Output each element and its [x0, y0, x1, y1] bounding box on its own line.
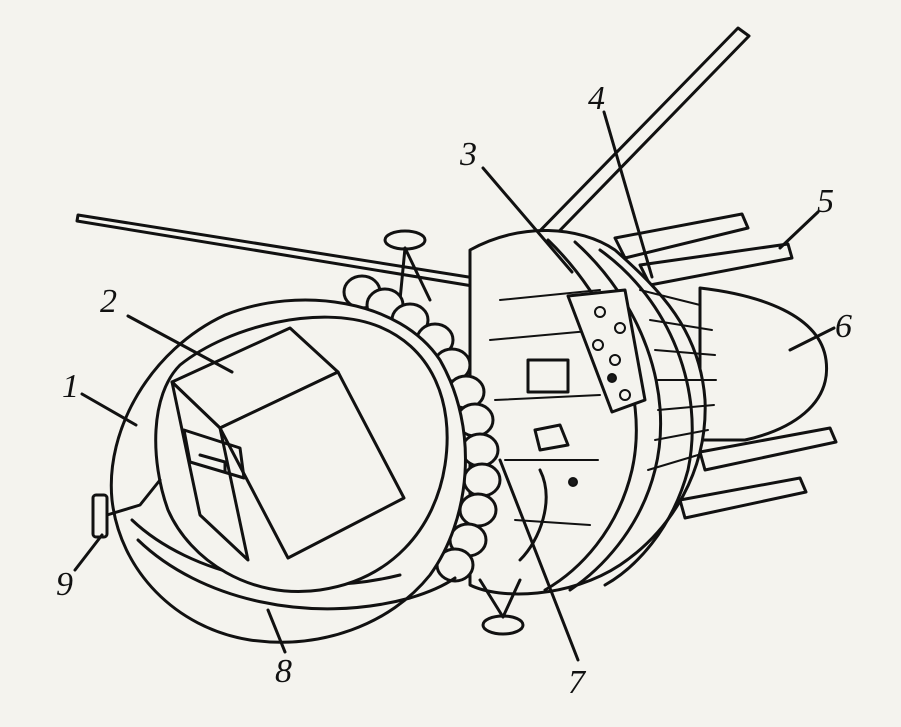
callout-6: 6 [835, 308, 852, 345]
callout-9: 9 [56, 566, 73, 603]
callout-7: 7 [568, 664, 585, 701]
rear-cone [698, 286, 829, 442]
umbilical-connector [91, 478, 162, 539]
gas-bottles [342, 274, 502, 583]
callout-5: 5 [817, 183, 834, 220]
dish-antenna-top [383, 229, 432, 302]
callout-3: 3 [460, 136, 477, 173]
long-antenna-left [75, 213, 502, 292]
service-module [468, 229, 717, 596]
callout-2: 2 [100, 283, 117, 320]
dish-antenna-bottom [478, 578, 525, 636]
aft-fins [613, 212, 838, 520]
callout-4: 4 [588, 80, 605, 117]
leader-lines [73, 110, 836, 662]
callout-8: 8 [275, 653, 292, 690]
instrument-box [170, 326, 406, 562]
callout-1: 1 [62, 368, 79, 405]
